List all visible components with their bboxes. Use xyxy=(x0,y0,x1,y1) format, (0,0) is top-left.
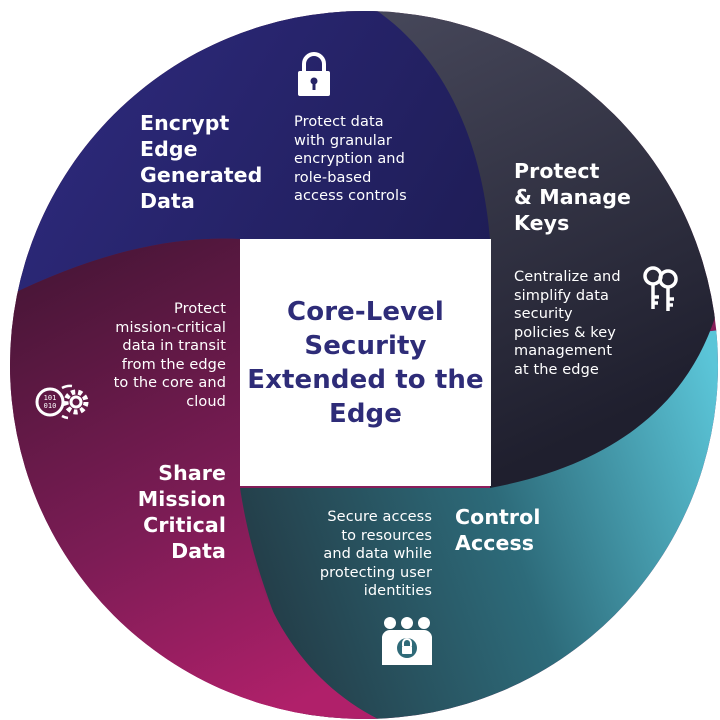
share-description: Protect mission-critical data in transit… xyxy=(113,301,226,410)
center-box: Core-Level Security Extended to the Edge xyxy=(240,239,491,486)
encrypt-description: Protect data with granular encryption an… xyxy=(294,114,407,204)
center-title: Core-Level Security Extended to the Edge xyxy=(247,296,484,429)
data-gear-icon: 101 010 xyxy=(35,384,89,420)
padlock-icon xyxy=(298,52,330,96)
users-lock-icon xyxy=(382,617,432,665)
access-description: Secure access to resources and data whil… xyxy=(319,509,432,599)
svg-text:101: 101 xyxy=(44,394,57,402)
share-title: Share Mission Critical Data xyxy=(137,461,226,563)
access-title: Control Access xyxy=(455,505,541,555)
keys-title: Protect & Manage Keys xyxy=(514,159,632,235)
svg-text:010: 010 xyxy=(44,402,57,410)
encrypt-segment xyxy=(10,11,490,488)
keys-description: Centralize and simplify data security po… xyxy=(514,269,621,378)
keys-icon xyxy=(643,266,678,311)
encrypt-title: Encrypt Edge Generated Data xyxy=(140,111,263,213)
